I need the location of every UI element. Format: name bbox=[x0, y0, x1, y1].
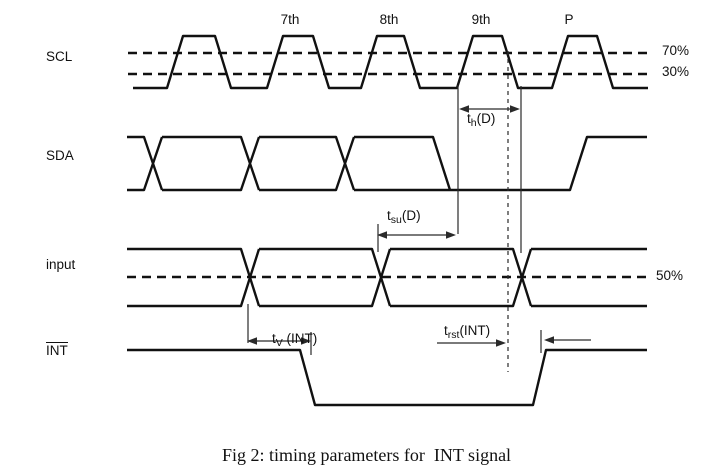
clock-pulse-label-7th: 7th bbox=[280, 12, 300, 28]
tsu-dimension-arrow bbox=[377, 224, 456, 252]
clock-pulse-label-8th-text: 8th bbox=[379, 12, 399, 27]
clock-pulse-label-stop-text: P bbox=[564, 12, 574, 27]
clock-pulse-label-7th-text: 7th bbox=[280, 12, 300, 27]
input-signal-label: input bbox=[46, 257, 76, 273]
threshold-label-50pct-text: 50% bbox=[656, 268, 684, 283]
threshold-label-30pct: 30% bbox=[662, 64, 690, 80]
scl-signal-label: SCL bbox=[46, 49, 73, 65]
tv-parameter-sub: V bbox=[275, 336, 283, 349]
th-parameter-label: th(D) bbox=[467, 111, 496, 130]
tsu-parameter-pre: t bbox=[387, 208, 391, 223]
tv-parameter-post: (INT) bbox=[282, 330, 318, 346]
th-dimension-arrow bbox=[459, 105, 520, 113]
threshold-label-30pct-text: 30% bbox=[662, 64, 690, 79]
clock-pulse-label-9th-text: 9th bbox=[471, 12, 491, 27]
th-parameter-pre: t bbox=[467, 111, 471, 126]
th-parameter-sub: h bbox=[470, 117, 477, 129]
trst-parameter-pre: t bbox=[444, 323, 448, 338]
trst-parameter-label: trst(INT) bbox=[444, 323, 491, 342]
tv-parameter-label: tV (INT) bbox=[257, 317, 317, 364]
threshold-label-70pct: 70% bbox=[662, 43, 690, 59]
clock-pulse-label-9th: 9th bbox=[471, 12, 491, 28]
threshold-label-70pct-text: 70% bbox=[662, 43, 690, 58]
trst-parameter-post: (INT) bbox=[459, 323, 491, 338]
threshold-label-50pct: 50% bbox=[656, 268, 684, 284]
tsu-parameter-sub: su bbox=[390, 214, 402, 226]
input-signal-label-text: input bbox=[46, 257, 76, 272]
scl-signal-label-text: SCL bbox=[46, 49, 73, 64]
sda-waveform bbox=[127, 135, 647, 192]
input-waveform bbox=[127, 247, 647, 308]
tsu-parameter-post: (D) bbox=[401, 208, 421, 223]
trst-dimension-arrow bbox=[437, 330, 591, 353]
int-signal-label-text: INT bbox=[46, 342, 68, 358]
tv-parameter-pre: t bbox=[272, 330, 276, 346]
int-signal-label: INT bbox=[46, 342, 68, 359]
sda-signal-label-text: SDA bbox=[46, 148, 74, 163]
clock-pulse-label-8th: 8th bbox=[379, 12, 399, 28]
tsu-parameter-label: tsu(D) bbox=[387, 208, 421, 227]
tv-dimension-arrow bbox=[247, 304, 312, 355]
sda-signal-label: SDA bbox=[46, 148, 74, 164]
figure-caption-text: Fig 2: timing parameters for INT signal bbox=[221, 445, 512, 465]
figure-caption: Fig 2: timing parameters for INT signal bbox=[0, 424, 715, 468]
scl-waveform bbox=[133, 34, 648, 90]
th-parameter-post: (D) bbox=[476, 111, 496, 126]
clock-pulse-label-stop: P bbox=[564, 12, 574, 28]
trst-parameter-sub: rst bbox=[447, 329, 460, 341]
int-waveform bbox=[127, 348, 647, 407]
